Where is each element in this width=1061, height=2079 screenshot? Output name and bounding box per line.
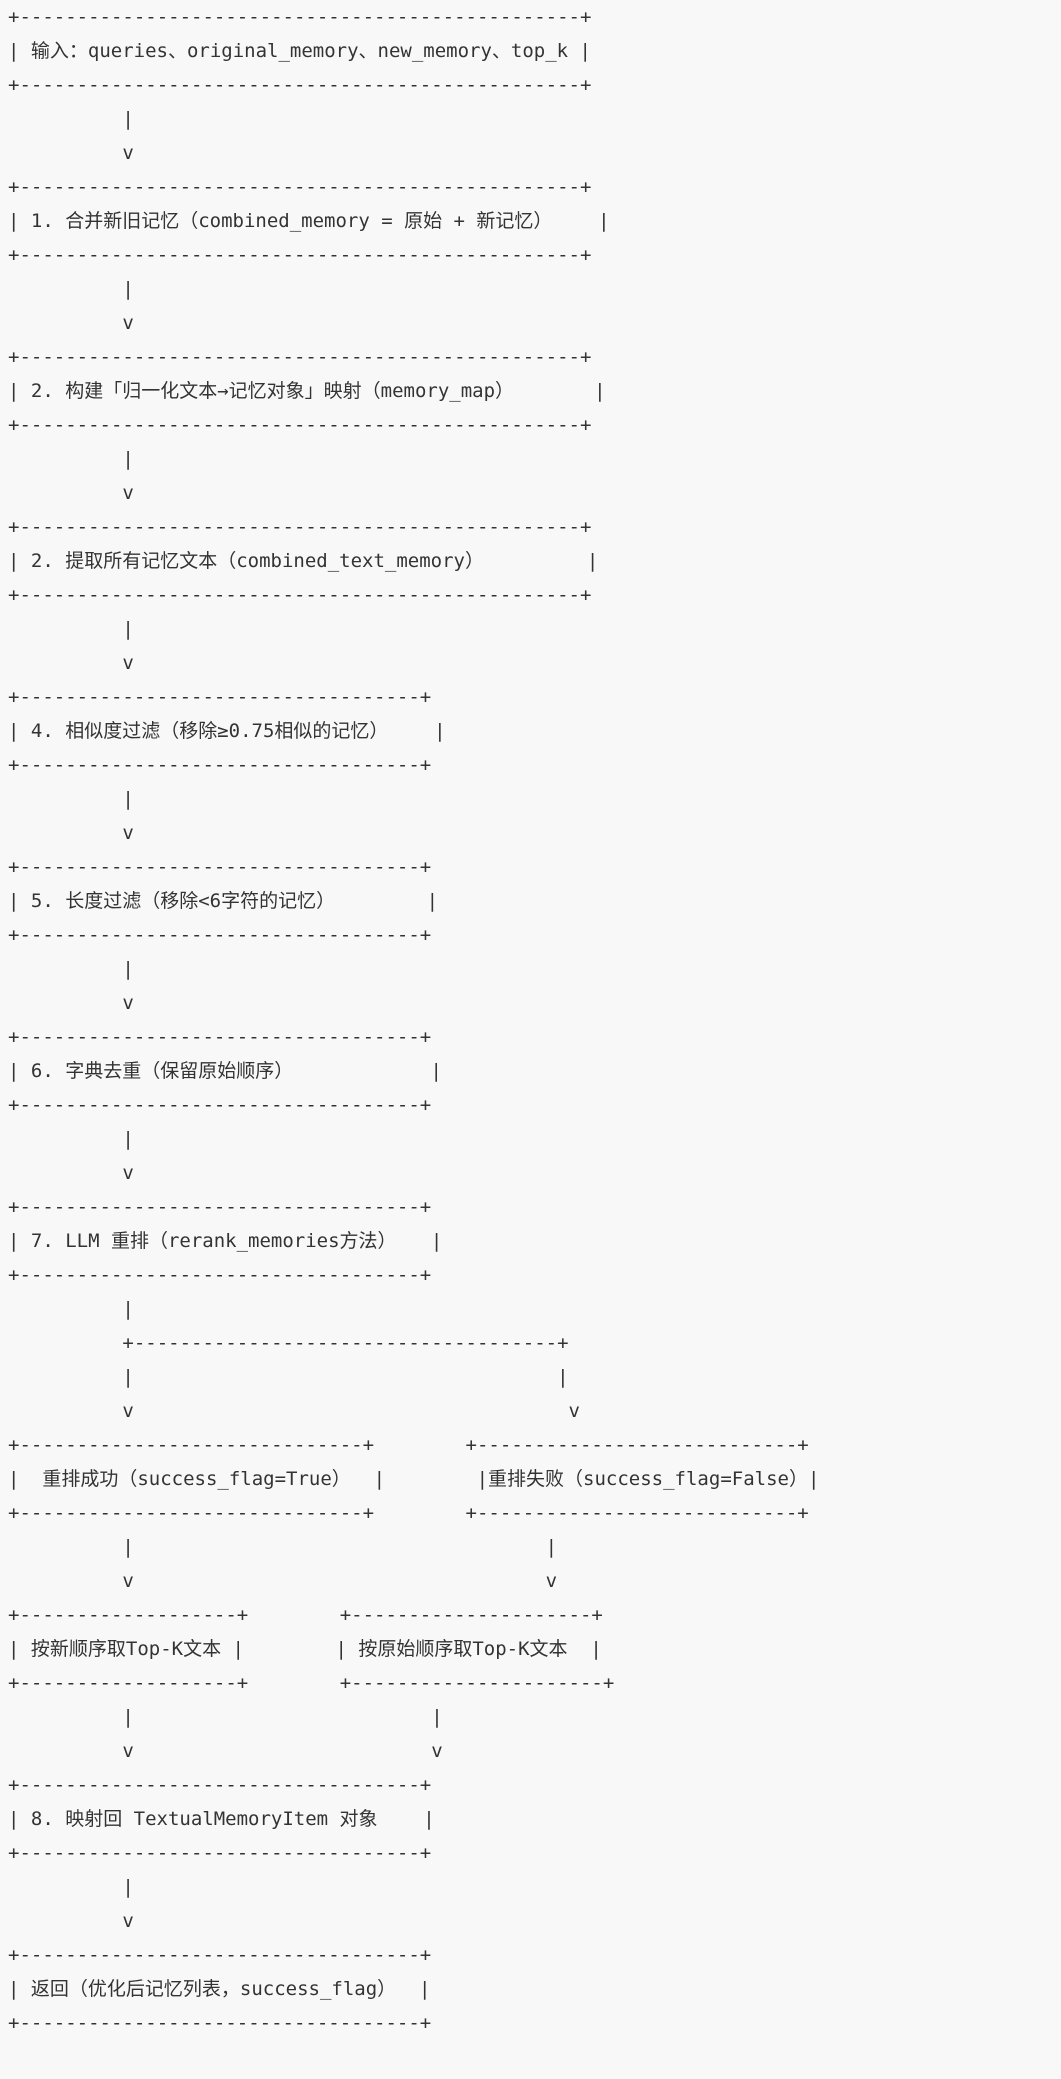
diagram-line: +-----------------------------------+	[8, 1842, 432, 1864]
diagram-line: | 4. 相似度过滤（移除≥0.75相似的记忆） |	[8, 720, 446, 742]
diagram-line: +------------------------------+ +------…	[8, 1434, 809, 1456]
diagram-line: v	[8, 1910, 134, 1932]
diagram-line: +-----------------------------------+	[8, 1026, 432, 1048]
diagram-line: | 5. 长度过滤（移除<6字符的记忆） |	[8, 890, 439, 912]
diagram-line: | 6. 字典去重（保留原始顺序） |	[8, 1060, 442, 1082]
diagram-line: | 2. 提取所有记忆文本（combined_text_memory） |	[8, 550, 599, 572]
diagram-line: +---------------------------------------…	[8, 176, 592, 198]
diagram-line: v v	[8, 1740, 443, 1762]
diagram-line: +---------------------------------------…	[8, 414, 592, 436]
diagram-line: |	[8, 1876, 134, 1898]
diagram-line: | 重排成功（success_flag=True） | |重排失败（succes…	[8, 1468, 820, 1490]
diagram-line: | 输入：queries、original_memory、new_memory、…	[8, 40, 591, 62]
diagram-line: | |	[8, 1706, 443, 1728]
diagram-line: |	[8, 1128, 134, 1150]
ascii-flowchart: +---------------------------------------…	[8, 0, 819, 2040]
diagram-line: +-----------------------------------+	[8, 1196, 432, 1218]
diagram-line: +-----------------------------------+	[8, 1944, 432, 1966]
diagram-line: v	[8, 822, 134, 844]
diagram-line: +-------------------------------------+	[8, 1332, 569, 1354]
diagram-line: v v	[8, 1400, 580, 1422]
diagram-line: v	[8, 1162, 134, 1184]
diagram-line: +-----------------------------------+	[8, 686, 432, 708]
diagram-line: +---------------------------------------…	[8, 346, 592, 368]
diagram-line: +-----------------------------------+	[8, 1264, 432, 1286]
diagram-line: +-----------------------------------+	[8, 856, 432, 878]
diagram-line: +-----------------------------------+	[8, 1094, 432, 1116]
diagram-line: +------------------------------+ +------…	[8, 1502, 809, 1524]
diagram-line: |	[8, 788, 134, 810]
diagram-line: +-----------------------------------+	[8, 1774, 432, 1796]
diagram-line: v	[8, 142, 134, 164]
diagram-line: | 返回（优化后记忆列表，success_flag） |	[8, 1978, 431, 2000]
diagram-line: |	[8, 108, 134, 130]
diagram-line: |	[8, 618, 134, 640]
diagram-line: +-----------------------------------+	[8, 2012, 432, 2034]
diagram-line: +-------------------+ +-----------------…	[8, 1672, 615, 1694]
diagram-line: |	[8, 448, 134, 470]
diagram-line: +-------------------+ +-----------------…	[8, 1604, 603, 1626]
diagram-line: +-----------------------------------+	[8, 924, 432, 946]
diagram-line: | 1. 合并新旧记忆（combined_memory = 原始 + 新记忆） …	[8, 210, 610, 232]
diagram-line: v v	[8, 1570, 558, 1592]
diagram-line: v	[8, 482, 134, 504]
diagram-line: +---------------------------------------…	[8, 6, 592, 28]
diagram-line: | 7. LLM 重排（rerank_memories方法） |	[8, 1230, 443, 1252]
diagram-line: +---------------------------------------…	[8, 74, 592, 96]
diagram-line: +---------------------------------------…	[8, 516, 592, 538]
diagram-line: +-----------------------------------+	[8, 754, 432, 776]
diagram-line: v	[8, 312, 134, 334]
diagram-line: | 8. 映射回 TextualMemoryItem 对象 |	[8, 1808, 435, 1830]
diagram-line: +---------------------------------------…	[8, 584, 592, 606]
diagram-line: +---------------------------------------…	[8, 244, 592, 266]
diagram-line: | |	[8, 1536, 558, 1558]
diagram-line: | 按新顺序取Top-K文本 | | 按原始顺序取Top-K文本 |	[8, 1638, 602, 1660]
diagram-line: |	[8, 958, 134, 980]
diagram-line: |	[8, 1298, 134, 1320]
diagram-line: | 2. 构建「归一化文本→记忆对象」映射（memory_map） |	[8, 380, 606, 402]
diagram-line: | |	[8, 1366, 569, 1388]
diagram-line: v	[8, 992, 134, 1014]
diagram-line: |	[8, 278, 134, 300]
diagram-line: v	[8, 652, 134, 674]
